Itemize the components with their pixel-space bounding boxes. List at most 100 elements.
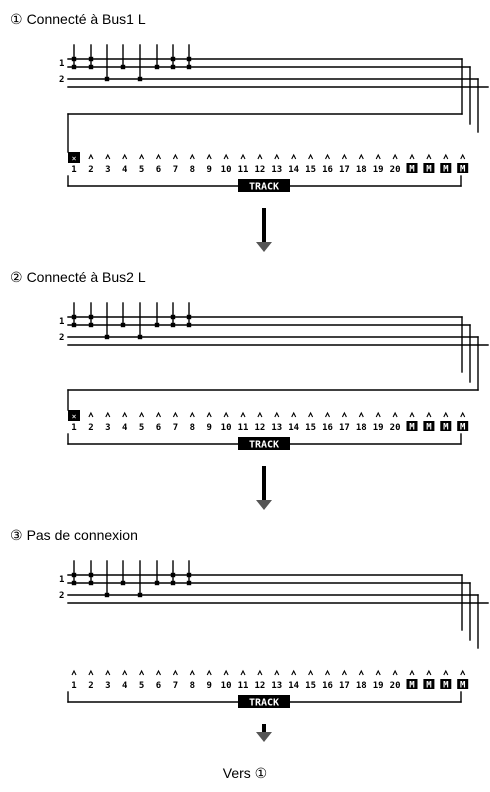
track-label-2: 2 xyxy=(88,165,93,175)
track-selector-1 xyxy=(71,669,77,676)
track-selector-8 xyxy=(189,669,195,676)
track-label-3: 3 xyxy=(105,423,110,433)
track-selector-3 xyxy=(105,669,111,676)
track-label-17: 17 xyxy=(339,681,350,691)
track-selector-3 xyxy=(105,153,111,160)
track-selector-17 xyxy=(341,411,347,418)
flow-arrow-head xyxy=(256,242,272,252)
monitor-track-box-21 xyxy=(406,679,418,689)
track-label-1: 1 xyxy=(71,423,76,433)
track-1-selector-active xyxy=(68,410,80,421)
track-1-x-mark: × xyxy=(72,154,77,163)
track-selector-13 xyxy=(274,153,280,160)
track-label-19: 19 xyxy=(373,165,384,175)
track-banner-text: TRACK xyxy=(249,182,279,193)
monitor-track-box-24 xyxy=(457,163,469,173)
switch-junction-7 xyxy=(170,314,176,320)
switch-junction-2 xyxy=(88,56,94,62)
track-selector-13 xyxy=(274,669,280,676)
monitor-track-box-21 xyxy=(406,421,418,431)
track-selector-6 xyxy=(156,411,161,418)
track-selector-18 xyxy=(358,411,364,418)
track-label-13: 13 xyxy=(271,423,282,433)
track-label-6: 6 xyxy=(156,423,161,433)
track-label-10: 10 xyxy=(221,423,232,433)
track-selector-2 xyxy=(88,669,94,676)
track-label-24: M xyxy=(460,423,466,433)
track-selector-21 xyxy=(409,669,415,676)
section-2-title: Connecté à Bus2 L xyxy=(26,269,146,285)
track-label-3: 3 xyxy=(105,165,110,175)
track-label-15: 15 xyxy=(305,165,316,175)
track-selector-23 xyxy=(443,411,449,418)
track-selector-9 xyxy=(206,411,212,418)
track-label-19: 19 xyxy=(373,681,384,691)
track-selector-19 xyxy=(375,153,381,160)
switch-junction-8 xyxy=(186,56,192,62)
track-label-12: 12 xyxy=(254,165,265,175)
monitor-track-box-24 xyxy=(457,679,469,689)
track-selector-14 xyxy=(291,411,297,418)
bus-label-1: 1 xyxy=(59,317,64,327)
track-selector-16 xyxy=(325,669,330,676)
track-selector-20 xyxy=(392,153,398,160)
track-selector-7 xyxy=(172,411,178,418)
track-selector-4 xyxy=(122,411,128,418)
track-label-22: M xyxy=(426,165,432,175)
switch-junction-1 xyxy=(71,314,77,320)
track-selector-4 xyxy=(122,669,128,676)
track-selector-21 xyxy=(409,411,415,418)
track-selector-24 xyxy=(460,411,466,418)
track-label-9: 9 xyxy=(206,423,211,433)
switch-junction-7 xyxy=(170,572,176,578)
track-selector-2 xyxy=(88,153,94,160)
bus-label-1: 1 xyxy=(59,59,64,69)
track-label-23: M xyxy=(443,165,449,175)
section-3-number: ③ xyxy=(10,527,23,543)
track-label-15: 15 xyxy=(305,423,316,433)
track-selector-24 xyxy=(460,153,466,160)
switch-junction-1 xyxy=(71,572,77,578)
footer-number: ① xyxy=(254,765,268,781)
track-banner-box xyxy=(238,437,290,450)
switch-junction-r-1 xyxy=(71,64,77,70)
switch-junction-r-1 xyxy=(71,580,77,586)
switch-junction-4 xyxy=(120,64,126,70)
bus-label-1: 1 xyxy=(59,575,64,585)
switch-junction-r-8 xyxy=(186,580,192,586)
track-label-7: 7 xyxy=(173,423,178,433)
track-selector-21 xyxy=(409,153,415,160)
track-selector-22 xyxy=(426,411,432,418)
track-1-x-mark: × xyxy=(72,412,77,421)
section-1-number: ① xyxy=(10,11,23,27)
track-label-24: M xyxy=(460,681,466,691)
track-label-19: 19 xyxy=(373,423,384,433)
track-banner-text: TRACK xyxy=(249,440,279,451)
switch-junction-2 xyxy=(88,314,94,320)
bus-label-2: 2 xyxy=(59,591,64,601)
track-label-9: 9 xyxy=(206,681,211,691)
monitor-track-box-23 xyxy=(440,163,452,173)
switch-junction-r-2 xyxy=(88,64,94,70)
switch-junction-8 xyxy=(186,314,192,320)
switch-junction-r-7 xyxy=(170,580,176,586)
track-label-22: M xyxy=(426,423,432,433)
track-label-20: 20 xyxy=(390,165,401,175)
track-selector-10 xyxy=(223,153,229,160)
track-selector-20 xyxy=(392,411,398,418)
switch-junction-8 xyxy=(186,572,192,578)
track-label-24: M xyxy=(460,165,466,175)
track-selector-20 xyxy=(392,669,398,676)
track-1-selector-active xyxy=(68,152,80,163)
track-banner-box xyxy=(238,179,290,192)
track-selector-4 xyxy=(122,153,128,160)
track-label-6: 6 xyxy=(156,681,161,691)
track-label-14: 14 xyxy=(288,681,299,691)
track-selector-12 xyxy=(257,153,263,160)
track-selector-6 xyxy=(156,153,161,160)
track-selector-11 xyxy=(240,153,246,160)
